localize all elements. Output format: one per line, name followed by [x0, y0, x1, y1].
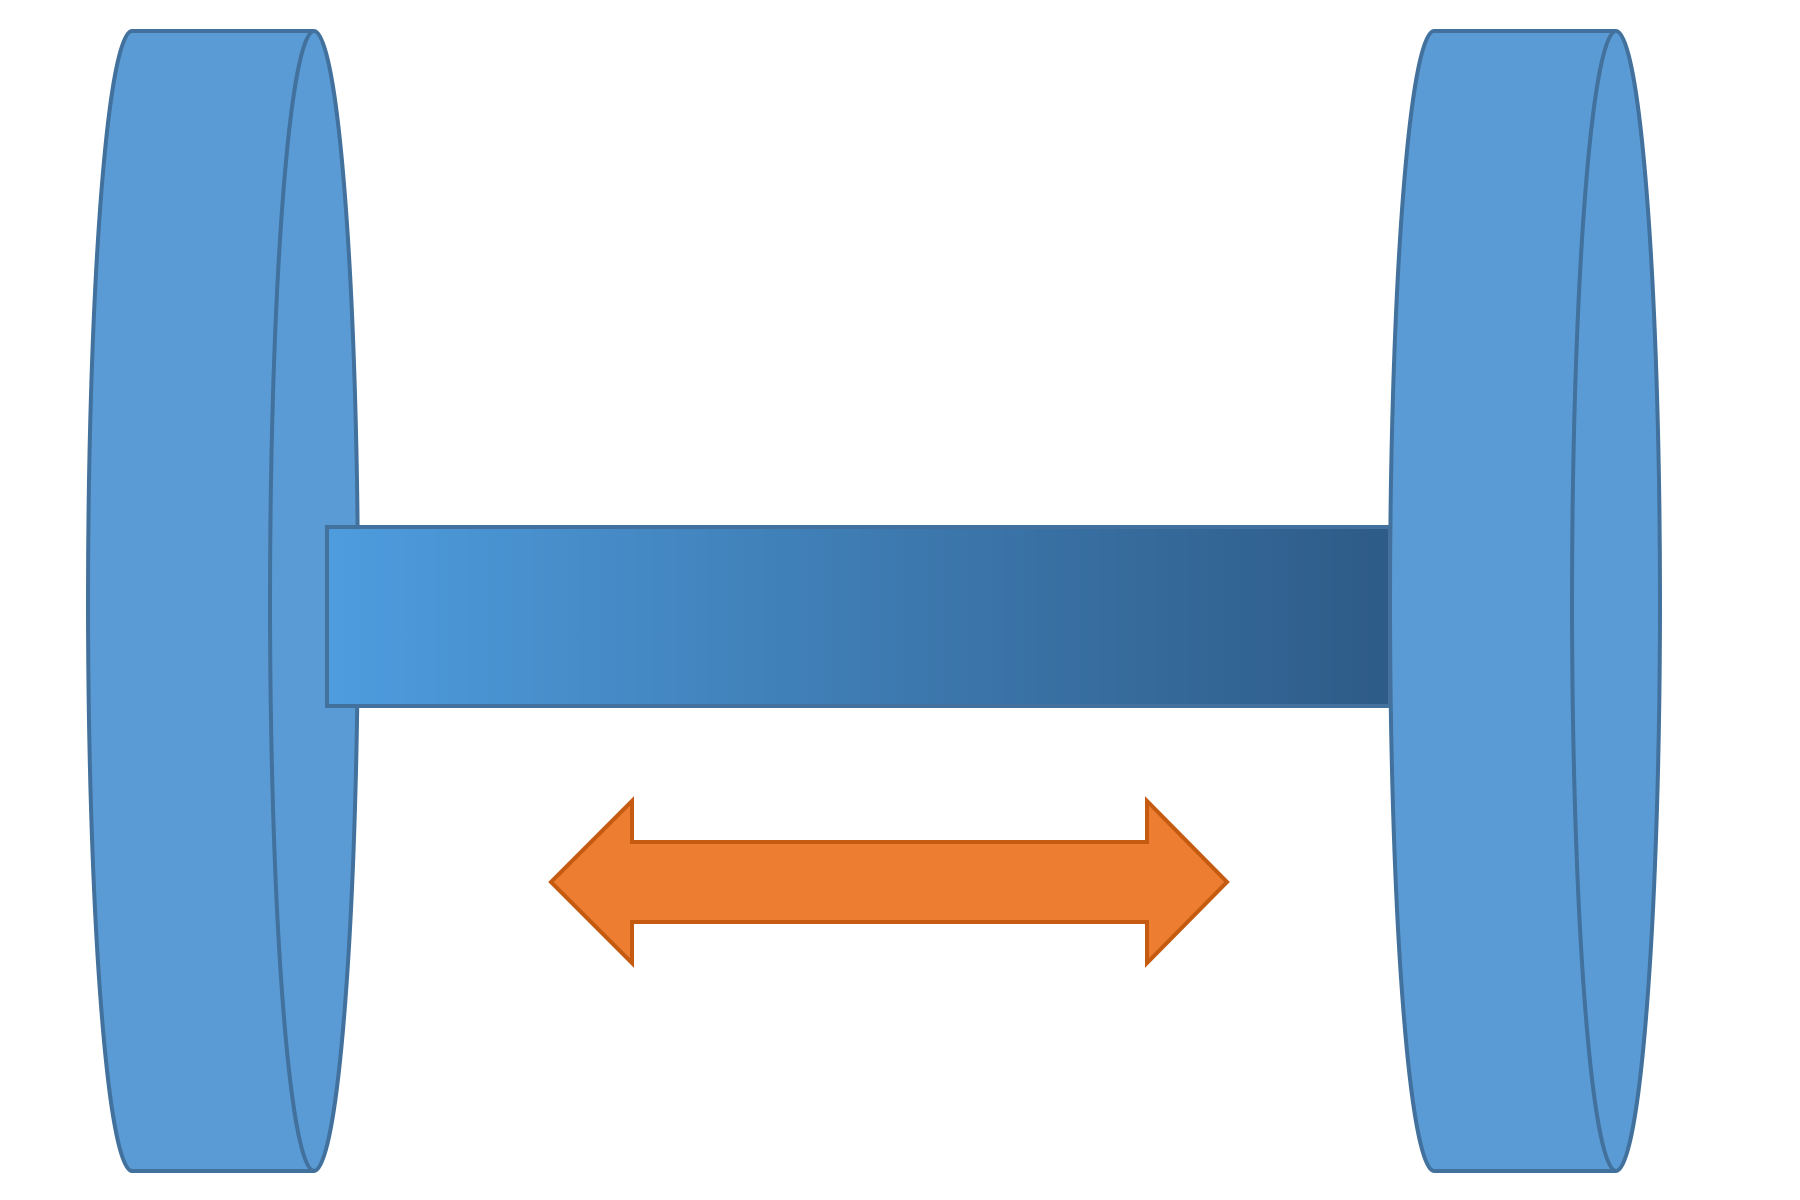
left-wheel-rim-edge [268, 29, 315, 1173]
right-wheel-rim-edge [1570, 29, 1617, 1173]
right-wheel-body [1388, 29, 1662, 1173]
right-wheel [1388, 29, 1662, 1173]
left-wheel-body [86, 29, 360, 1173]
axle [325, 525, 1392, 708]
left-wheel [86, 29, 360, 1173]
double-arrow [548, 796, 1230, 968]
